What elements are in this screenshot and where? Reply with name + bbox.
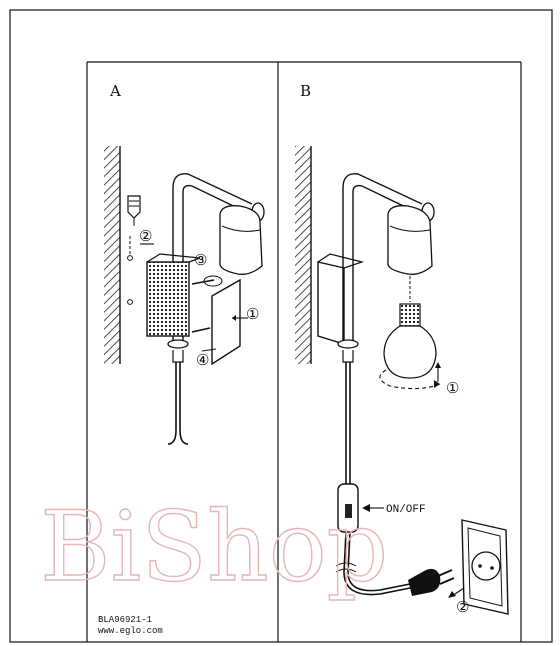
wall-bracket xyxy=(318,262,344,344)
footer-website: www.eglo.com xyxy=(98,626,163,636)
wall-hatch xyxy=(104,146,120,364)
lamp-shade xyxy=(388,203,434,274)
wall-hatch xyxy=(295,146,311,364)
callout-a4: ④ xyxy=(196,351,209,369)
cover-plate xyxy=(212,280,240,364)
watermark: BiShop xyxy=(40,491,388,603)
callout-a2: ② xyxy=(139,227,152,245)
callout-a3: ③ xyxy=(194,251,207,269)
callout-b1: ① xyxy=(446,379,459,397)
mounting-plate xyxy=(147,262,189,336)
panel-b-label: B xyxy=(300,82,311,100)
power-plug xyxy=(408,569,454,596)
panel-a-label: A xyxy=(109,82,121,100)
callout-a1: ① xyxy=(246,305,259,323)
cable xyxy=(168,362,176,444)
light-bulb xyxy=(384,276,436,378)
lamp-shade xyxy=(220,203,264,274)
panel-a-illustration xyxy=(104,146,264,444)
footer-code: BLA96921-1 xyxy=(98,615,152,625)
wall-plug xyxy=(128,196,140,256)
switch-label: ON/OFF xyxy=(386,504,426,516)
callout-b2: ② xyxy=(456,598,469,616)
